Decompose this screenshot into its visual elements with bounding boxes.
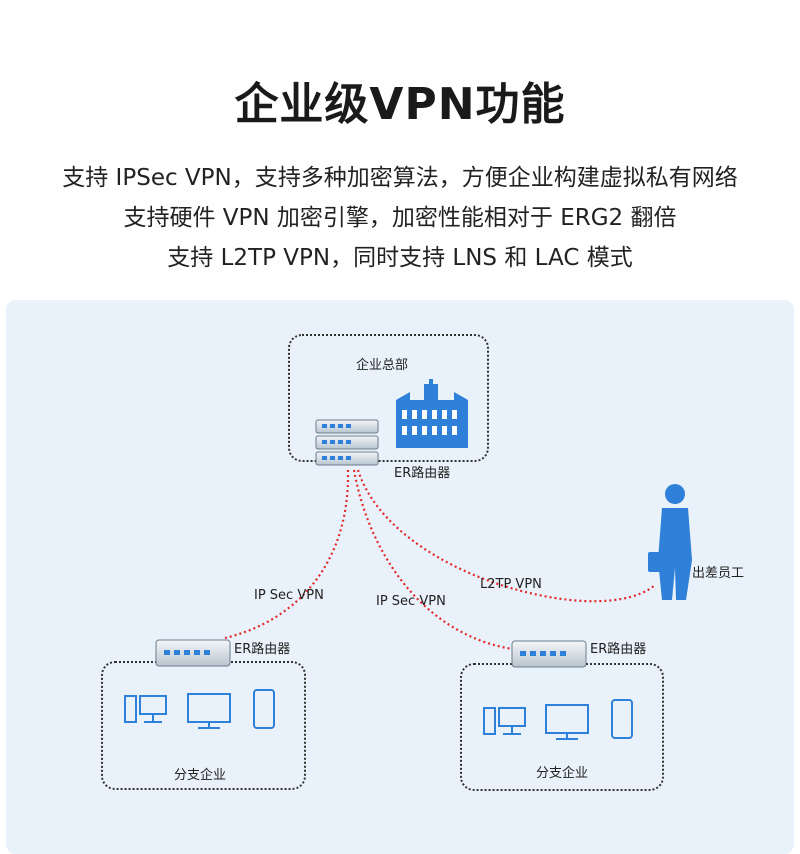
branch2-phone-icon: [611, 699, 633, 739]
branch1-desktop-pc-icon: [124, 695, 167, 723]
branch1-phone-icon: [253, 689, 275, 729]
branch1-router-label: ER路由器: [234, 642, 291, 657]
employee-icon: [648, 484, 692, 600]
branch2-router-label: ER路由器: [590, 642, 647, 657]
branch1-router-icon: [155, 639, 231, 667]
ipsec-label-branch1: IP Sec VPN: [254, 588, 324, 603]
branch2-desktop-pc-icon: [483, 707, 526, 735]
branch2-monitor-icon: [545, 704, 589, 740]
hq-router-label: ER路由器: [394, 466, 451, 481]
ipsec-link-branch2: [352, 469, 521, 652]
feature-line-ipsec: 支持 IPSec VPN，支持多种加密算法，方便企业构建虚拟私有网络: [62, 165, 738, 191]
l2tp-label: L2TP VPN: [480, 577, 542, 592]
branch2-router-icon: [511, 640, 587, 668]
l2tp-link-employee: [356, 469, 656, 603]
feature-line-hardware: 支持硬件 VPN 加密引擎，加密性能相对于 ERG2 翻倍: [123, 205, 677, 231]
page-title: 企业级VPN功能: [234, 79, 566, 130]
branch1-monitor-icon: [187, 693, 231, 729]
feature-line-l2tp: 支持 L2TP VPN，同时支持 LNS 和 LAC 模式: [167, 245, 633, 271]
ipsec-link-branch1: [224, 469, 350, 640]
hq-router-icon: [315, 419, 379, 466]
hq-label: 企业总部: [356, 358, 409, 373]
employee-label: 出差员工: [692, 566, 745, 581]
branch2-label: 分支企业: [536, 766, 589, 781]
ipsec-label-branch2: IP Sec VPN: [376, 594, 446, 609]
building-icon: [396, 379, 468, 448]
branch1-label: 分支企业: [174, 768, 227, 783]
hq-group-box: [288, 334, 489, 462]
